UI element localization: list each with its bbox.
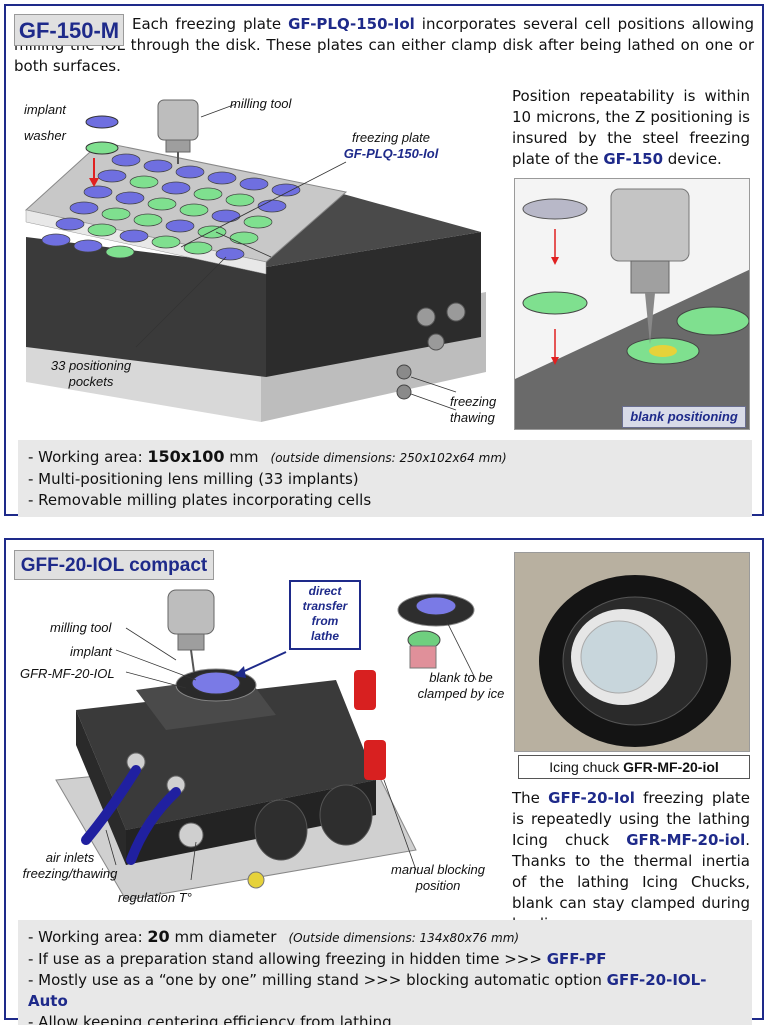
positioning-pocket bbox=[147, 197, 177, 211]
manual-blocking-label-2: position bbox=[415, 878, 461, 893]
positioning-pocket bbox=[215, 247, 245, 261]
positioning-pocket bbox=[243, 215, 273, 229]
spec-multi-positioning: - Multi-positioning lens milling (33 imp… bbox=[28, 470, 359, 488]
positioning-pocket bbox=[229, 231, 259, 245]
blank-label-1: blank to be bbox=[429, 670, 493, 685]
freezing-plate-label: freezing plate bbox=[351, 130, 431, 145]
spec-working-area-2: - Working area: 20 mm diameter(Outside d… bbox=[28, 927, 520, 946]
positioning-pocket bbox=[193, 187, 223, 201]
positioning-pocket bbox=[41, 233, 71, 247]
spec-removable-plates: - Removable milling plates incorporating… bbox=[28, 491, 372, 509]
blank-label-2: clamped by ice bbox=[417, 686, 505, 701]
milling-tool-label-2: milling tool bbox=[50, 620, 112, 635]
positioning-pocket bbox=[161, 181, 191, 195]
freezing-plate-code: GF-PLQ-150-Iol bbox=[343, 146, 439, 161]
positioning-pocket bbox=[183, 241, 213, 255]
plate-code: GF-PLQ-150-Iol bbox=[288, 15, 415, 33]
positioning-pocket bbox=[225, 193, 255, 207]
positioning-pocket bbox=[179, 203, 209, 217]
air-inlets-label-1: air inlets bbox=[45, 850, 95, 865]
positioning-pocket bbox=[69, 201, 99, 215]
icing-chuck-photo bbox=[514, 552, 750, 752]
positioning-pocket bbox=[87, 223, 117, 237]
gf150m-title: GF-150-M bbox=[14, 14, 124, 46]
icing-chuck-caption: Icing chuck GFR-MF-20-iol bbox=[518, 755, 750, 779]
positioning-pocket bbox=[211, 209, 241, 223]
implant-label-2: implant bbox=[70, 644, 112, 659]
implant-label: implant bbox=[24, 102, 66, 117]
direct-transfer-box: direct transfer from lathe bbox=[289, 580, 361, 650]
blank-positioning-illustration bbox=[515, 179, 749, 429]
positioning-pocket bbox=[73, 239, 103, 253]
positioning-pocket bbox=[239, 177, 269, 191]
gff20-title: GFF-20-IOL compact bbox=[14, 550, 214, 580]
positioning-pocket bbox=[105, 245, 135, 259]
positioning-pocket bbox=[55, 217, 85, 231]
blank-positioning-figure bbox=[514, 178, 750, 430]
freezing-label: freezing bbox=[450, 394, 497, 409]
pockets-label-2: pockets bbox=[68, 374, 114, 389]
spec-preparation-stand: - If use as a preparation stand allowing… bbox=[28, 950, 607, 968]
spec-working-area: - Working area: 150x100 mm(outside dimen… bbox=[28, 447, 507, 466]
gf150m-panel: Each freezing plate GF-PLQ-150-Iol incor… bbox=[4, 4, 764, 517]
icing-chuck-text: The GFF-20-Iol freezing plate is repeate… bbox=[512, 789, 750, 933]
positioning-pocket bbox=[129, 175, 159, 189]
icing-chuck-illustration bbox=[515, 553, 749, 751]
gfr-label: GFR-MF-20-IOL bbox=[20, 666, 115, 681]
positioning-pocket bbox=[165, 219, 195, 233]
milling-tool-label: milling tool bbox=[230, 96, 292, 111]
gf150m-intro: Each freezing plate GF-PLQ-150-Iol incor… bbox=[14, 15, 754, 75]
positioning-pocket bbox=[133, 213, 163, 227]
positioning-pocket bbox=[83, 185, 113, 199]
pockets-label-1: 33 positioning bbox=[50, 358, 132, 373]
spec-centering: - Allow keeping centering efficiency fro… bbox=[28, 1013, 392, 1025]
blank-positioning-tag: blank positioning bbox=[622, 406, 746, 428]
regulation-label: regulation T° bbox=[118, 890, 192, 905]
spec-one-by-one: - Mostly use as a “one by one” milling s… bbox=[28, 971, 707, 1010]
positioning-pocket bbox=[143, 159, 173, 173]
manual-blocking-label-1: manual blocking bbox=[391, 862, 485, 877]
gff20-specs: - Working area: 20 mm diameter(Outside d… bbox=[18, 920, 752, 1025]
washer-label: washer bbox=[24, 128, 66, 143]
positioning-pocket bbox=[175, 165, 205, 179]
positioning-pocket bbox=[111, 153, 141, 167]
gff20-panel: GFF-20-IOL compact bbox=[4, 538, 764, 1025]
positioning-pocket bbox=[119, 229, 149, 243]
gf150m-machine-illustration bbox=[24, 99, 486, 422]
positioning-pocket bbox=[207, 171, 237, 185]
positioning-pocket bbox=[257, 199, 287, 213]
gf150m-specs: - Working area: 150x100 mm(outside dimen… bbox=[18, 440, 752, 517]
positioning-pocket bbox=[271, 183, 301, 197]
positioning-pocket bbox=[115, 191, 145, 205]
positioning-pocket bbox=[151, 235, 181, 249]
repeatability-text: Position repeatability is within 10 micr… bbox=[512, 87, 750, 168]
thawing-label: thawing bbox=[450, 410, 495, 425]
air-inlets-label-2: freezing/thawing bbox=[22, 866, 118, 881]
gff20-machine-illustration bbox=[55, 589, 477, 901]
positioning-pocket bbox=[101, 207, 131, 221]
positioning-pocket bbox=[97, 169, 127, 183]
